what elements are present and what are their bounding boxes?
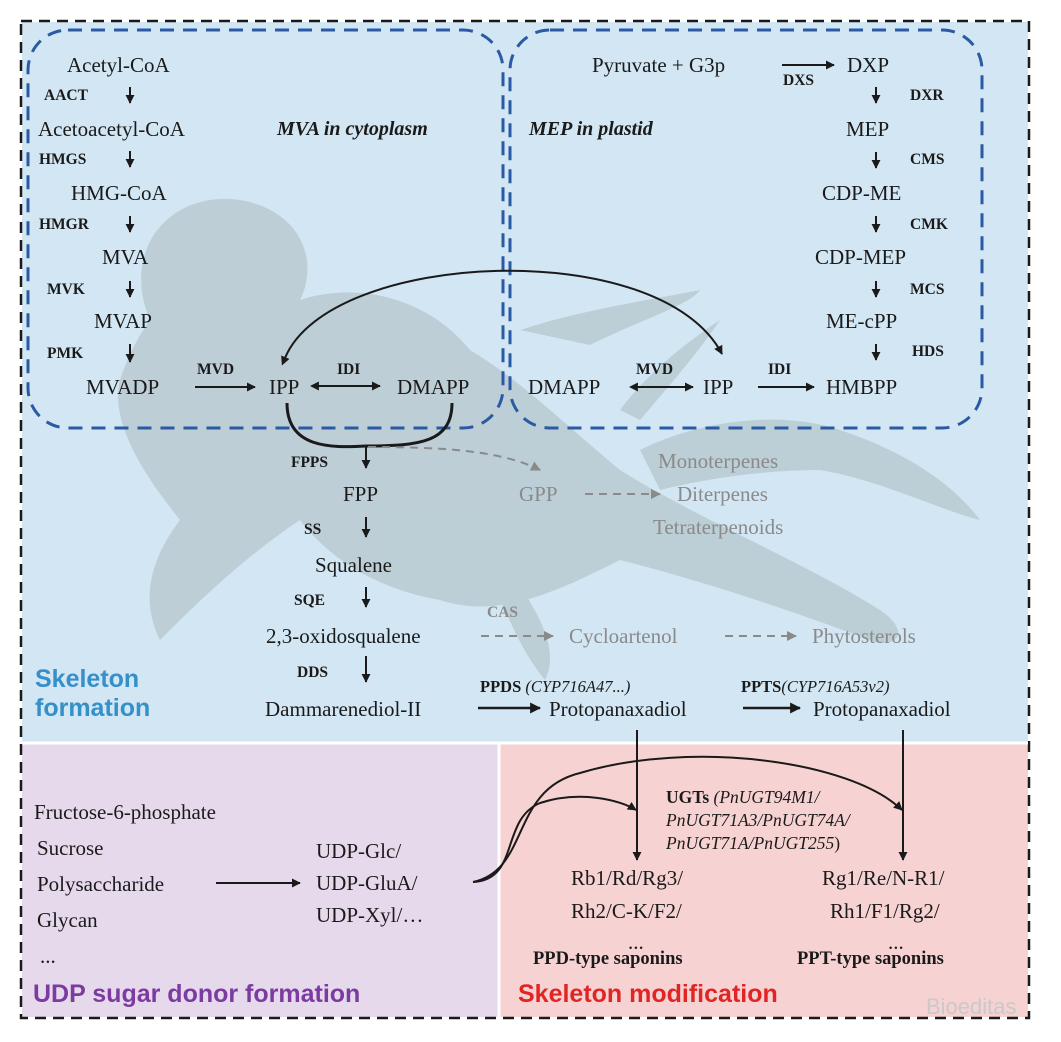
cdp-mep-label: CDP-MEP (815, 245, 907, 269)
skeleton-formation-title: Skeleton formation (35, 665, 150, 723)
me-cpp-label: ME-cPP (826, 309, 898, 333)
skeleton-formation-title-line1: Skeleton (35, 665, 140, 693)
mvk-enzyme: MVK (47, 281, 85, 298)
skeleton-modification-title: Skeleton modification (518, 980, 778, 1008)
aact-enzyme: AACT (44, 87, 88, 104)
cas-enzyme: CAS (487, 604, 519, 621)
fpp-label: FPP (343, 482, 379, 506)
protopanaxadiol-label: Protopanaxadiol (549, 697, 687, 721)
gpp-label: GPP (519, 482, 558, 506)
udp-donor-item: UDP-GluA/ (316, 871, 418, 895)
udp-source-item: ... (40, 944, 56, 968)
fpps-enzyme: FPPS (291, 454, 329, 471)
ss-enzyme: SS (304, 521, 322, 538)
ugts-line1: UGTs (PnUGT94M1/ (666, 786, 850, 809)
cycloartenol-label: Cycloartenol (569, 624, 678, 648)
hmgs-enzyme: HMGS (39, 151, 87, 168)
udp-formation-bg (22, 744, 498, 1017)
cdp-me-label: CDP-ME (822, 181, 902, 205)
ppt-product-line: ... (888, 930, 904, 954)
phytosterols-label: Phytosterols (812, 624, 916, 648)
ppt-type-saponins-label: PPT-type saponins (797, 949, 944, 969)
udp-source-item: Glycan (37, 908, 98, 932)
mep-compartment (508, 28, 984, 430)
udp-source-item: Sucrose (37, 836, 104, 860)
acetyl-coa-label: Acetyl-CoA (67, 53, 170, 77)
ugts-name: UGTs (666, 787, 710, 807)
dmapp-right-label: DMAPP (528, 375, 601, 399)
mep-compartment-title: MEP in plastid (529, 118, 653, 140)
oxidosqualene-label: 2,3-oxidosqualene (266, 624, 421, 648)
tetraterpenoids-label: Tetraterpenoids (653, 515, 784, 539)
mvap-label: MVAP (94, 309, 152, 333)
udp-source-item: Polysaccharide (37, 872, 165, 896)
squalene-label: Squalene (315, 553, 392, 577)
ppt-product-line: Rg1/Re/N-R1/ (822, 866, 945, 890)
mcs-enzyme: MCS (910, 281, 945, 298)
ugts-label: UGTs (PnUGT94M1/ PnUGT71A3/PnUGT74A/ PnU… (666, 786, 850, 855)
dxp-label: DXP (847, 53, 890, 77)
diterpenes-label: Diterpenes (677, 482, 768, 506)
protopanaxatriol-label: Protopanaxadiol (813, 697, 951, 721)
udp-donor-item: UDP-Glc/ (316, 839, 402, 863)
ppds-name: PPDS (480, 677, 522, 696)
mva-compartment-title: MVA in cytoplasm (277, 118, 428, 140)
dds-enzyme: DDS (297, 664, 329, 681)
ppd-product-line: Rh2/C-K/F2/ (571, 899, 682, 923)
ppt-product-line: Rh1/F1/Rg2/ (830, 899, 940, 923)
mvd-enzyme-left: MVD (197, 361, 235, 378)
ppd-type-saponins-label: PPD-type saponins (533, 949, 683, 969)
acetoacetyl-coa-label: Acetoacetyl-CoA (38, 117, 185, 141)
ugts-line2: PnUGT71A3/PnUGT74A/ (666, 809, 850, 832)
cms-enzyme: CMS (910, 151, 945, 168)
ipp-left-label: IPP (269, 375, 300, 399)
mvd-enzyme-right: MVD (636, 361, 674, 378)
pmk-enzyme: PMK (47, 345, 84, 362)
skeleton-formation-bg (22, 22, 1028, 742)
ppts-name: PPTS (741, 677, 782, 696)
dammarenediol-label: Dammarenediol-II (265, 697, 422, 721)
pyruvate-g3p-label: Pyruvate + G3p (592, 53, 726, 77)
outer-frame (19, 19, 1031, 1020)
ppts-gene: (CYP716A53v2) (781, 677, 890, 696)
dxr-enzyme: DXR (910, 87, 944, 104)
dxs-enzyme: DXS (783, 72, 815, 89)
ugts-gene-1: (PnUGT94M1/ (713, 787, 820, 807)
udp-donor-item: UDP-Xyl/… (316, 903, 424, 927)
idi-enzyme-left: IDI (337, 361, 361, 378)
ugts-close: ) (834, 833, 841, 854)
ppts-enzyme: PPTS(CYP716A53v2) (741, 677, 890, 696)
sqe-enzyme: SQE (294, 592, 326, 609)
ppds-gene: (CYP716A47...) (525, 677, 631, 696)
hmgr-enzyme: HMGR (39, 216, 89, 233)
skeleton-formation-title-line2: formation (35, 693, 151, 722)
hmg-coa-label: HMG-CoA (71, 181, 167, 205)
idi-enzyme-right: IDI (768, 361, 792, 378)
ugts-gene-3: PnUGT71A/PnUGT255 (666, 833, 835, 854)
watermark-text: Bioeditas (926, 994, 1017, 1019)
mep-label: MEP (846, 117, 890, 141)
udp-source-item: Fructose-6-phosphate (34, 800, 216, 824)
ugts-gene-2: PnUGT71A3/PnUGT74A/ (666, 810, 850, 831)
mva-label: MVA (102, 245, 149, 269)
ugts-line3: PnUGT71A/PnUGT255) (666, 832, 850, 855)
monoterpenes-label: Monoterpenes (658, 449, 779, 473)
cmk-enzyme: CMK (910, 216, 948, 233)
mva-compartment (26, 28, 505, 430)
ppd-product-line: ... (628, 930, 644, 954)
udp-formation-title: UDP sugar donor formation (33, 980, 361, 1008)
hmbpp-label: HMBPP (826, 375, 898, 399)
mvadp-label: MVADP (86, 375, 160, 399)
ppds-enzyme: PPDS (CYP716A47...) (480, 677, 631, 696)
dmapp-left-label: DMAPP (397, 375, 470, 399)
skeleton-modification-bg (500, 744, 1028, 1017)
ipp-right-label: IPP (703, 375, 734, 399)
hds-enzyme: HDS (912, 343, 944, 360)
ppd-product-line: Rb1/Rd/Rg3/ (571, 866, 684, 890)
